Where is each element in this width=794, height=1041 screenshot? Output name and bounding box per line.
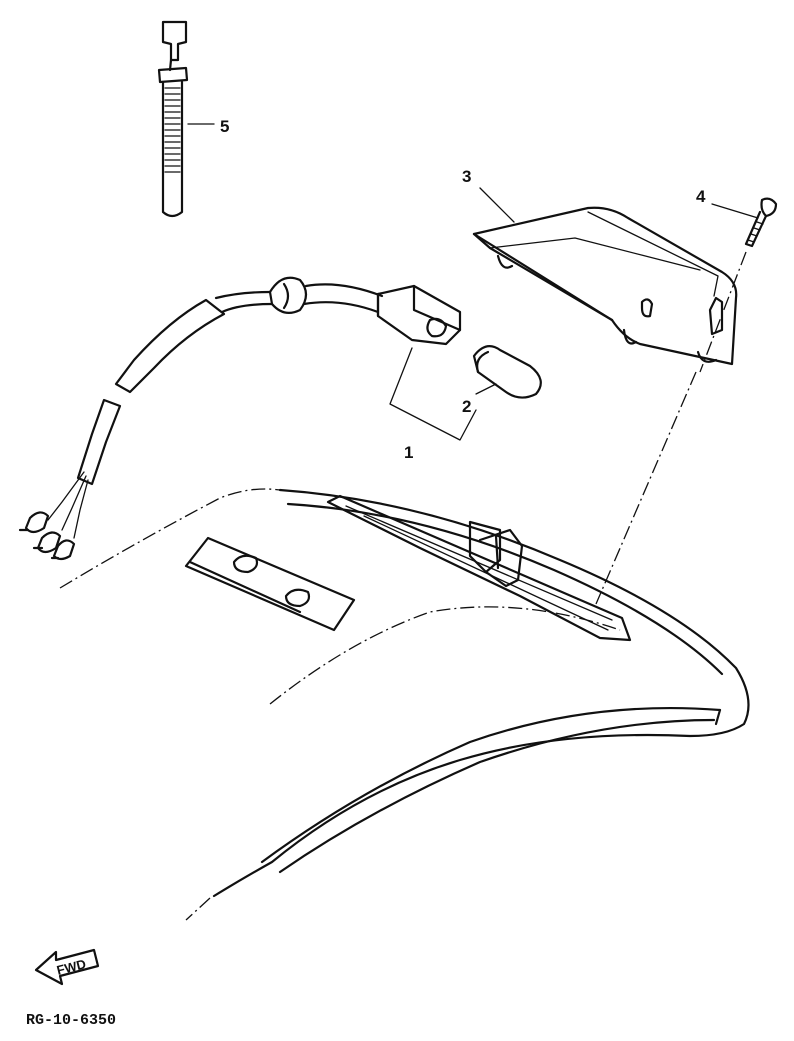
callout-5: 5 xyxy=(220,117,229,136)
callout-3: 3 xyxy=(462,167,471,186)
callout-1: 1 xyxy=(404,443,413,462)
socket-wiring-part[interactable] xyxy=(18,276,462,561)
fwd-arrow-icon: FWD xyxy=(34,948,100,986)
cable-tie-part[interactable] xyxy=(157,20,189,218)
fwd-label: FWD xyxy=(55,956,87,978)
callout-4: 4 xyxy=(696,187,706,206)
lamp-housing-part[interactable] xyxy=(472,206,738,366)
leader-lines xyxy=(187,123,759,605)
callout-2: 2 xyxy=(462,397,471,416)
rear-fender-body xyxy=(59,488,750,921)
screw-part[interactable] xyxy=(744,197,778,248)
bulb-part[interactable] xyxy=(472,345,542,399)
reference-code: RG-10-6350 xyxy=(26,1012,116,1029)
